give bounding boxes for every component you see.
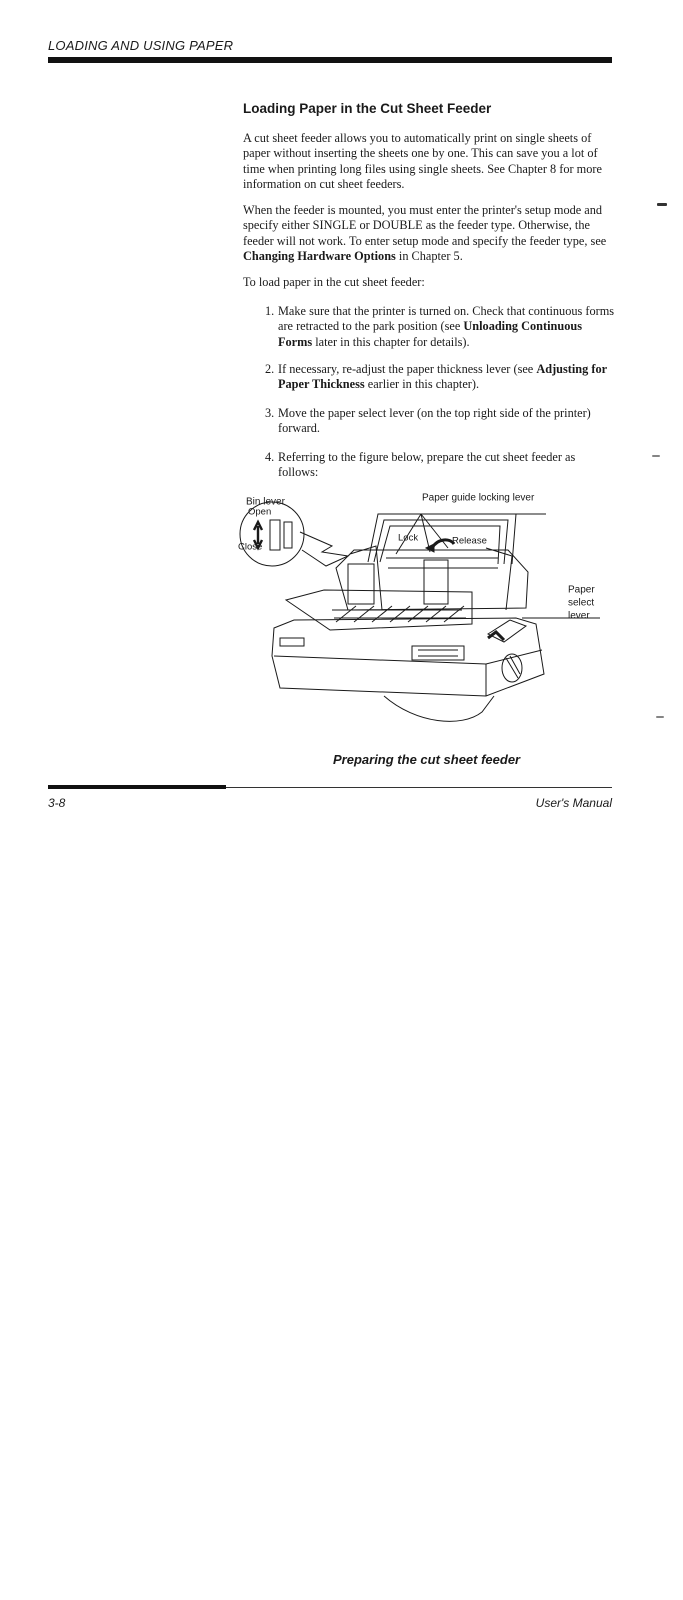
footer-rule-thick xyxy=(48,785,226,789)
label-paper-select-line-2: select xyxy=(568,597,594,608)
step-text-a: Move the paper select lever (on the top … xyxy=(278,406,591,436)
reference-changing-hardware-options: Changing Hardware Options xyxy=(243,249,396,264)
footer-rule-thin xyxy=(226,787,612,788)
label-paper-select-line-3: lever xyxy=(568,610,590,621)
page-number: 3-8 xyxy=(48,796,66,810)
scan-speck xyxy=(652,455,660,457)
step-text-a: Referring to the figure below, prepare t… xyxy=(278,450,576,480)
scan-speck xyxy=(656,716,664,718)
label-paper-select-line-1: Paper xyxy=(568,584,595,595)
step-bold-reference: Unloading Continuous Forms xyxy=(278,319,582,349)
paragraph-setup-text-b: in Chapter 5. xyxy=(395,249,463,264)
paragraph-setup-mode: When the feeder is mounted, you must ent… xyxy=(243,203,618,265)
paragraph-lead-in: To load paper in the cut sheet feeder: xyxy=(243,275,425,289)
label-lock: Lock xyxy=(398,532,418,543)
section-title: Loading Paper in the Cut Sheet Feeder xyxy=(243,101,492,116)
step-item-1: 1. Make sure that the printer is turned … xyxy=(265,304,615,350)
open-close-arrow-icon xyxy=(252,519,264,551)
step-item-4: 4. Referring to the figure below, prepar… xyxy=(265,450,615,481)
step-text-a: Make sure that the printer is turned on.… xyxy=(278,304,615,334)
step-item-2: 2. If necessary, re-adjust the paper thi… xyxy=(265,362,615,393)
step-text-b: later in this chapter for details). xyxy=(312,334,470,349)
step-number: 1. xyxy=(265,304,275,318)
step-text-a: If necessary, re-adjust the paper thickn… xyxy=(278,362,537,376)
step-number: 2. xyxy=(265,362,275,376)
step-text-b: earlier in this chapter). xyxy=(364,377,480,392)
printer-illustration: Bin lever Open Close Paper guide locking… xyxy=(238,492,600,722)
figure-caption: Preparing the cut sheet feeder xyxy=(333,752,521,767)
steps-list-3: 3. Move the paper select lever (on the t… xyxy=(265,406,615,437)
paragraph-setup-text-a: When the feeder is mounted, you must ent… xyxy=(243,203,607,248)
steps-list-2: 2. If necessary, re-adjust the paper thi… xyxy=(265,362,615,393)
steps-list: 1. Make sure that the printer is turned … xyxy=(265,304,615,350)
paragraph-intro: A cut sheet feeder allows you to automat… xyxy=(243,131,602,192)
label-bin-lever: Bin lever xyxy=(246,496,286,507)
label-close: Close xyxy=(238,541,262,552)
scan-speck xyxy=(657,203,667,206)
label-paper-guide-locking-lever: Paper guide locking lever xyxy=(422,492,535,503)
steps-list-4: 4. Referring to the figure below, prepar… xyxy=(265,450,615,481)
header-rule xyxy=(48,57,612,63)
step-bold-reference: Adjusting for Paper Thickness xyxy=(278,362,607,392)
label-open: Open xyxy=(248,506,271,517)
step-number: 3. xyxy=(265,406,275,420)
bin-lever-detail-part xyxy=(269,519,281,551)
step-item-3: 3. Move the paper select lever (on the t… xyxy=(265,406,615,437)
platen-knob xyxy=(501,653,523,683)
cut-sheet-feeder-figure: Bin lever Open Close Paper guide locking… xyxy=(236,492,616,742)
label-release: Release xyxy=(452,535,487,546)
manual-title: User's Manual xyxy=(535,796,612,810)
running-header: LOADING AND USING PAPER xyxy=(48,38,234,53)
step-number: 4. xyxy=(265,450,275,464)
control-panel xyxy=(411,645,465,661)
